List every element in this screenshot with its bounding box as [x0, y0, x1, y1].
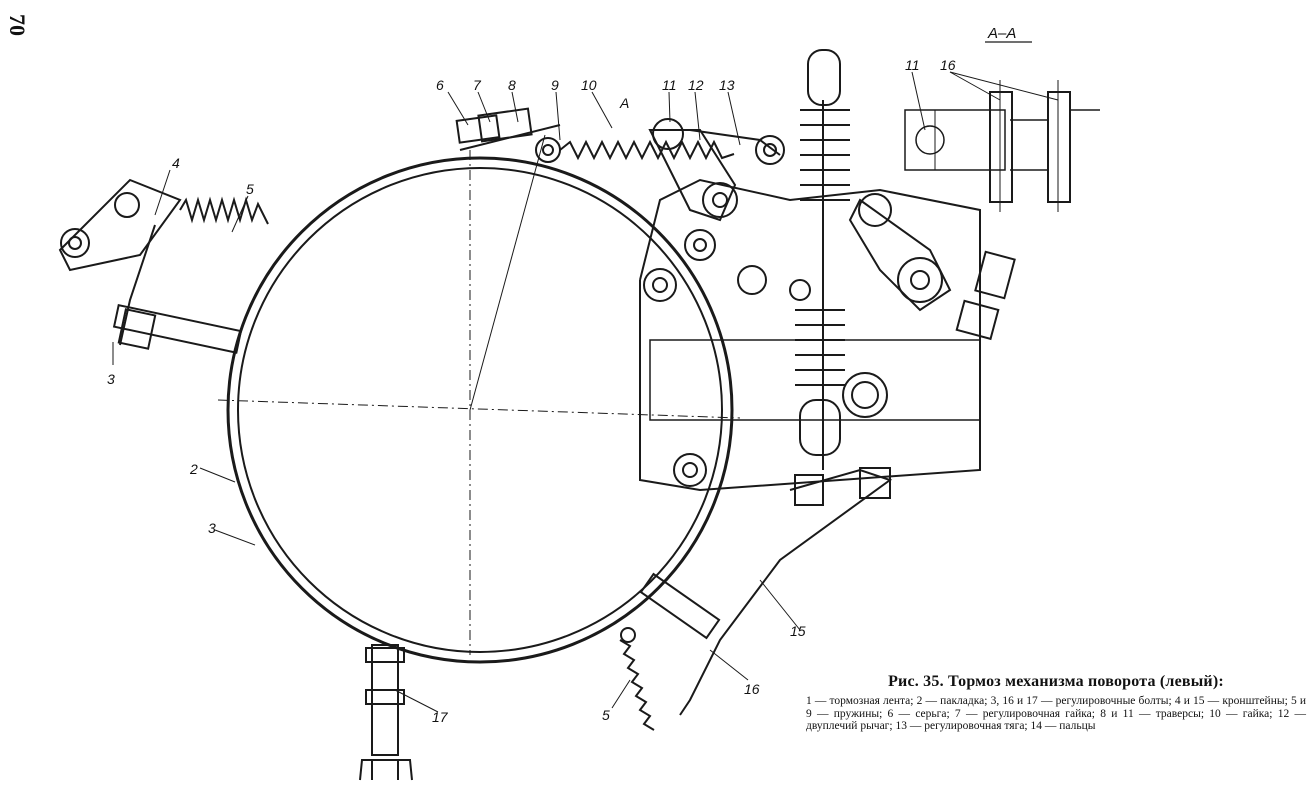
brake-drum: [237, 167, 723, 653]
callout-8: 8: [508, 77, 516, 93]
lever-housing: [639, 178, 981, 492]
spring-stack-upper: [800, 109, 850, 201]
spring-5-lower: [619, 639, 655, 731]
callout-17: 17: [432, 709, 449, 725]
spring-9: [559, 139, 735, 161]
brake-band: [226, 156, 734, 664]
callout-10: 10: [581, 77, 597, 93]
callout-2: 2: [189, 461, 198, 477]
pin-a: [643, 268, 677, 302]
callout-3-lower: 3: [208, 520, 216, 536]
callout-6: 6: [436, 77, 444, 93]
callout-3: 3: [107, 371, 115, 387]
callout-13: 13: [719, 77, 735, 93]
callout-9: 9: [551, 77, 559, 93]
callout-11: 11: [662, 77, 677, 93]
callout-15: 15: [790, 623, 806, 639]
adjusting-bolt-16: [639, 572, 721, 640]
bracket-4: [58, 178, 182, 272]
callout-12: 12: [688, 77, 704, 93]
callout-5: 5: [246, 181, 254, 197]
figure-caption: Рис. 35. Тормоз механизма поворота (левы…: [806, 673, 1306, 733]
callout-11-section: 11: [905, 57, 920, 73]
callout-16-section: 16: [940, 57, 956, 73]
pin-b: [684, 229, 716, 261]
caption-title: Рис. 35. Тормоз механизма поворота (левы…: [888, 673, 1224, 690]
spring-5-upper: [179, 196, 269, 225]
callout-7: 7: [473, 77, 482, 93]
view-marker-a: А: [619, 95, 629, 111]
spring-stack-lower: [795, 309, 845, 386]
adjusting-bolt-3: [112, 303, 243, 354]
center-line-horizontal: [217, 399, 741, 419]
callout-16: 16: [744, 681, 760, 697]
callout-5-lower: 5: [602, 707, 610, 723]
callout-4: 4: [172, 155, 180, 171]
adjusting-bolt-17: [371, 644, 399, 756]
pin-c: [702, 182, 738, 218]
caption-text: 1 — тормозная лента; 2 — пакладка; 3, 16…: [806, 695, 1306, 732]
section-label-a-a: А–А: [987, 25, 1016, 42]
